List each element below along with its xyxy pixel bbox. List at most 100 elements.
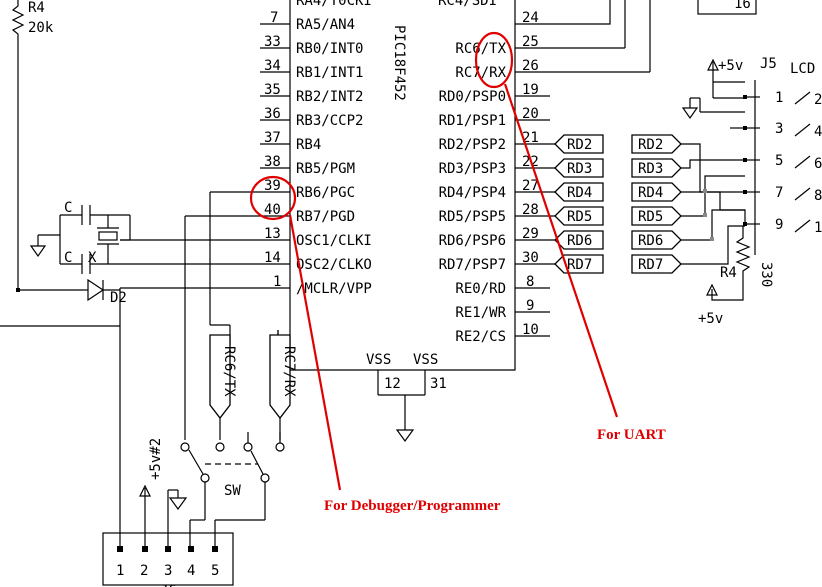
pin-label: RB1/INT1 [296,65,363,81]
pin-label: RB2/INT2 [296,89,363,105]
pin-label: RA5/AN4 [296,17,355,33]
rd-tags-right: RD2 RD3 RD4 RD5 RD6 RD7 [554,134,604,274]
vss1-num: 12 [384,376,401,392]
net-tag-rd7: RD7 [567,257,592,273]
oscillator-section: C X C D2 [29,200,131,306]
uart-highlight-ellipse [474,31,514,89]
chip-name-label: PIC18F452 [391,25,407,101]
pin-label: RD5/PSP5 [439,209,506,225]
header-pin: 5 [211,563,219,579]
lcd-pin-even: 2 [814,92,822,108]
pin-num: 35 [264,82,281,98]
lcd-pin-odd: 1 [775,90,783,106]
pic18f452-chip: PIC18F452 RA4/T0CKI RC4/SDI 24 7 33 34 3… [120,0,650,443]
pin-label: RB0/INT0 [296,41,363,57]
header-partial: J6 [160,583,177,587]
tag-rc7-rx: RC7/RX [281,346,297,397]
net-tag-rd3: RD3 [638,161,663,177]
pin-num: 25 [522,34,539,50]
net-tag-rd4: RD4 [638,185,663,201]
cap2-label: C [64,250,72,266]
pin-num: 8 [526,274,534,290]
net-tag-rd6: RD6 [638,233,663,249]
pin-label: RC6/TX [455,41,506,57]
pin-label: RD3/PSP3 [439,161,506,177]
pin-label: RD1/PSP1 [439,113,506,129]
debugger-pointer-line [288,214,342,491]
net-tag-rd6: RD6 [567,233,592,249]
top-right-partial: 16 [734,0,751,12]
uart-wires: 16 [550,0,757,72]
pin-num: 28 [522,202,539,218]
pin-label: RE1/WR [455,305,506,321]
net-tag-rd7: RD7 [638,257,663,273]
pin-num: 27 [522,178,539,194]
vss1-label: VSS [366,352,391,368]
pin-label: RD6/PSP6 [439,233,506,249]
pin-num: 38 [264,154,281,170]
pin-num: 20 [522,106,539,122]
header-pin: 3 [164,563,172,579]
pin-label: OSC1/CLKI [296,233,372,249]
net-tag-rd5: RD5 [567,209,592,225]
lcd-pin-even: 8 [814,188,822,204]
net-tag-rd2: RD2 [567,137,592,153]
r4-value-label: 20k [28,20,54,36]
lcd-resistor-ref: R4 [720,265,737,281]
pin-num: 10 [522,322,539,338]
vss2-num: 31 [430,376,447,392]
pin-num: 34 [264,58,281,74]
lcd-title: LCD [790,61,815,77]
pin-label: RB6/PGC [296,185,355,201]
lcd-pin-even: 6 [814,156,822,172]
lcd-pin-odd: 7 [775,185,783,201]
pin-label: RB5/PGM [296,161,355,177]
pin-label: RB7/PGD [296,209,355,225]
header-pin: 1 [116,563,124,579]
uart-annotation: For UART [597,427,666,443]
lcd-ref: J5 [760,56,777,72]
header-pin: 2 [140,563,148,579]
pin-num: 30 [522,250,539,266]
lcd-connector-j5: J5 LCD +5v 1 3 5 7 9 [681,56,822,327]
pin-num: 7 [270,10,278,26]
lcd-pin-odd: 5 [775,153,783,169]
pin-num: 21 [522,130,539,146]
pin-label: RE0/RD [455,281,506,297]
tag-rc6-tx: RC6/TX [221,346,237,397]
pin-num: 36 [264,106,281,122]
pin-label: /MCLR/VPP [296,281,372,297]
lcd-pin-odd: 9 [775,217,783,233]
chip-top-partial-left: RA4/T0CKI [296,0,372,9]
lcd-pin-odd: 3 [775,121,783,137]
lcd-supply-top: +5v [718,58,743,74]
rd-tags-lcd: RD2 RD3 RD4 RD5 RD6 RD7 [631,134,746,274]
pin-label: RE2/CS [455,329,506,345]
cap1-label: C [64,200,72,216]
supply-5v2: +5v#2 [148,438,164,480]
net-tag-rd4: RD4 [567,185,592,201]
resistor-r4-20k: R4 20k [11,0,84,292]
lcd-supply-bottom: +5v [698,311,723,327]
pin-label: OSC2/CLKO [296,257,372,273]
switch-label: SW [224,483,241,499]
chip-top-partial-right: RC4/SDI [438,0,497,9]
pin-num: 29 [522,226,539,242]
pin-label: RB3/CCP2 [296,113,363,129]
pin-num: 37 [264,130,281,146]
pin-num: 33 [264,34,281,50]
pin-num: 9 [526,298,534,314]
pin-num: 40 [264,202,281,218]
header-pin: 4 [187,563,195,579]
debugger-annotation: For Debugger/Programmer [324,498,501,514]
net-tag-rd2: RD2 [638,137,663,153]
crystal-label: X [88,250,97,266]
net-tag-rd5: RD5 [638,209,663,225]
pin-num: 26 [522,58,539,74]
lcd-pin-even: 4 [814,124,822,140]
pin-num: 19 [522,82,539,98]
lcd-pin-even: 10 [814,220,822,236]
pin-label: RD7/PSP7 [439,257,506,273]
net-tag-rd3: RD3 [567,161,592,177]
pin-num: 14 [264,250,281,266]
